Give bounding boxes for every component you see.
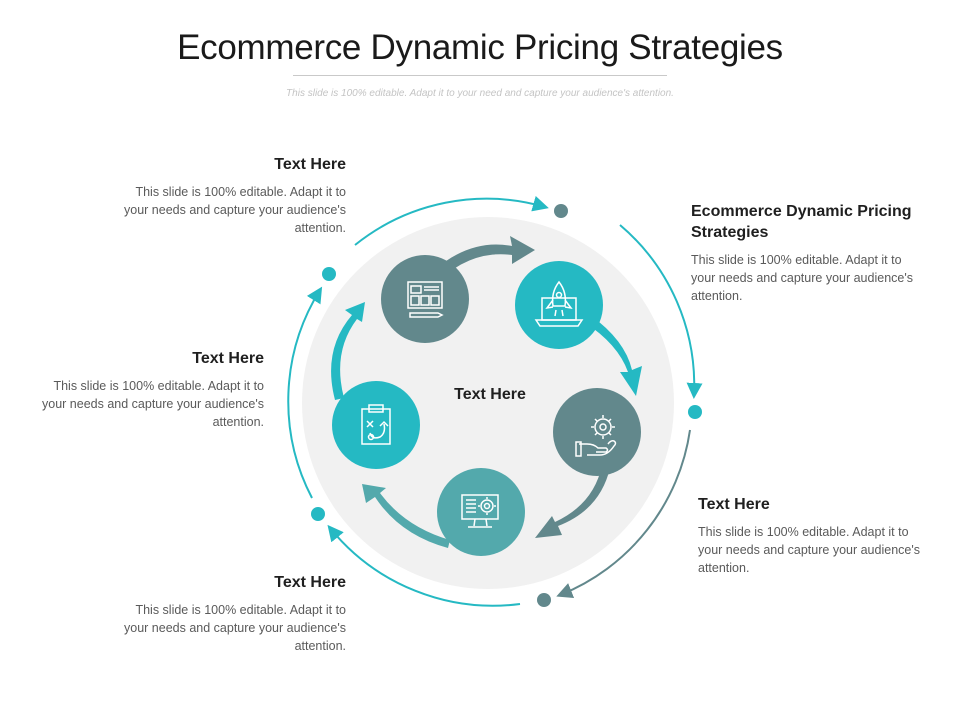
block-body: This slide is 100% editable. Adapt it to… [124, 603, 346, 653]
block-heading: Text Here [274, 156, 346, 173]
page-subtitle: This slide is 100% editable. Adapt it to… [286, 88, 674, 99]
block-body: This slide is 100% editable. Adapt it to… [124, 185, 346, 235]
rocket-laptop-icon [534, 280, 584, 327]
title-divider [293, 75, 667, 76]
block-body: This slide is 100% editable. Adapt it to… [698, 525, 920, 575]
outer-arc-top [354, 195, 549, 246]
outer-dot [554, 204, 568, 218]
outer-arc-right [619, 224, 703, 399]
block-heading: Text Here [192, 350, 264, 367]
outer-dot [322, 267, 336, 281]
computer-gear-icon [461, 494, 499, 528]
monitor-dashboard-icon [407, 281, 444, 318]
outer-dot [688, 405, 702, 419]
inner-arrow-bottom-left [362, 484, 450, 548]
text-block-bottom-left: Text Here This slide is 100% editable. A… [116, 572, 346, 655]
inner-arrow-right [584, 315, 642, 396]
outer-arc-bottom-right [556, 429, 691, 598]
node-clipboard-strategy [332, 381, 420, 469]
text-block-top-left: Text Here This slide is 100% editable. A… [116, 154, 346, 237]
text-block-top-right: Ecommerce Dynamic Pricing Strategies Thi… [691, 201, 916, 305]
inner-arrow-left [331, 302, 365, 400]
node-rocket-laptop [515, 261, 603, 349]
outer-dot [311, 507, 325, 521]
block-body: This slide is 100% editable. Adapt it to… [42, 379, 264, 429]
node-monitor-dashboard [381, 255, 469, 343]
outer-arc-bottom-left [327, 524, 521, 607]
text-block-mid-left: Text Here This slide is 100% editable. A… [34, 348, 264, 431]
inner-arrow-top [432, 236, 535, 280]
block-heading: Text Here [698, 496, 770, 513]
block-heading: Ecommerce Dynamic Pricing Strategies [691, 203, 912, 241]
inner-arrows [331, 236, 642, 548]
outer-arcs [287, 195, 703, 607]
text-block-bottom-right: Text Here This slide is 100% editable. A… [698, 494, 928, 577]
center-label: Text Here [454, 386, 526, 403]
outer-dot [537, 593, 551, 607]
hand-gear-icon [575, 415, 617, 457]
clipboard-strategy-icon [361, 404, 391, 445]
node-hand-gear [553, 388, 641, 476]
inner-arrow-bottom-right [535, 465, 610, 538]
block-body: This slide is 100% editable. Adapt it to… [691, 253, 913, 303]
outer-arc-left [287, 286, 323, 499]
block-heading: Text Here [274, 574, 346, 591]
node-computer-gear [437, 468, 525, 556]
page-title: Ecommerce Dynamic Pricing Strategies [177, 28, 783, 67]
